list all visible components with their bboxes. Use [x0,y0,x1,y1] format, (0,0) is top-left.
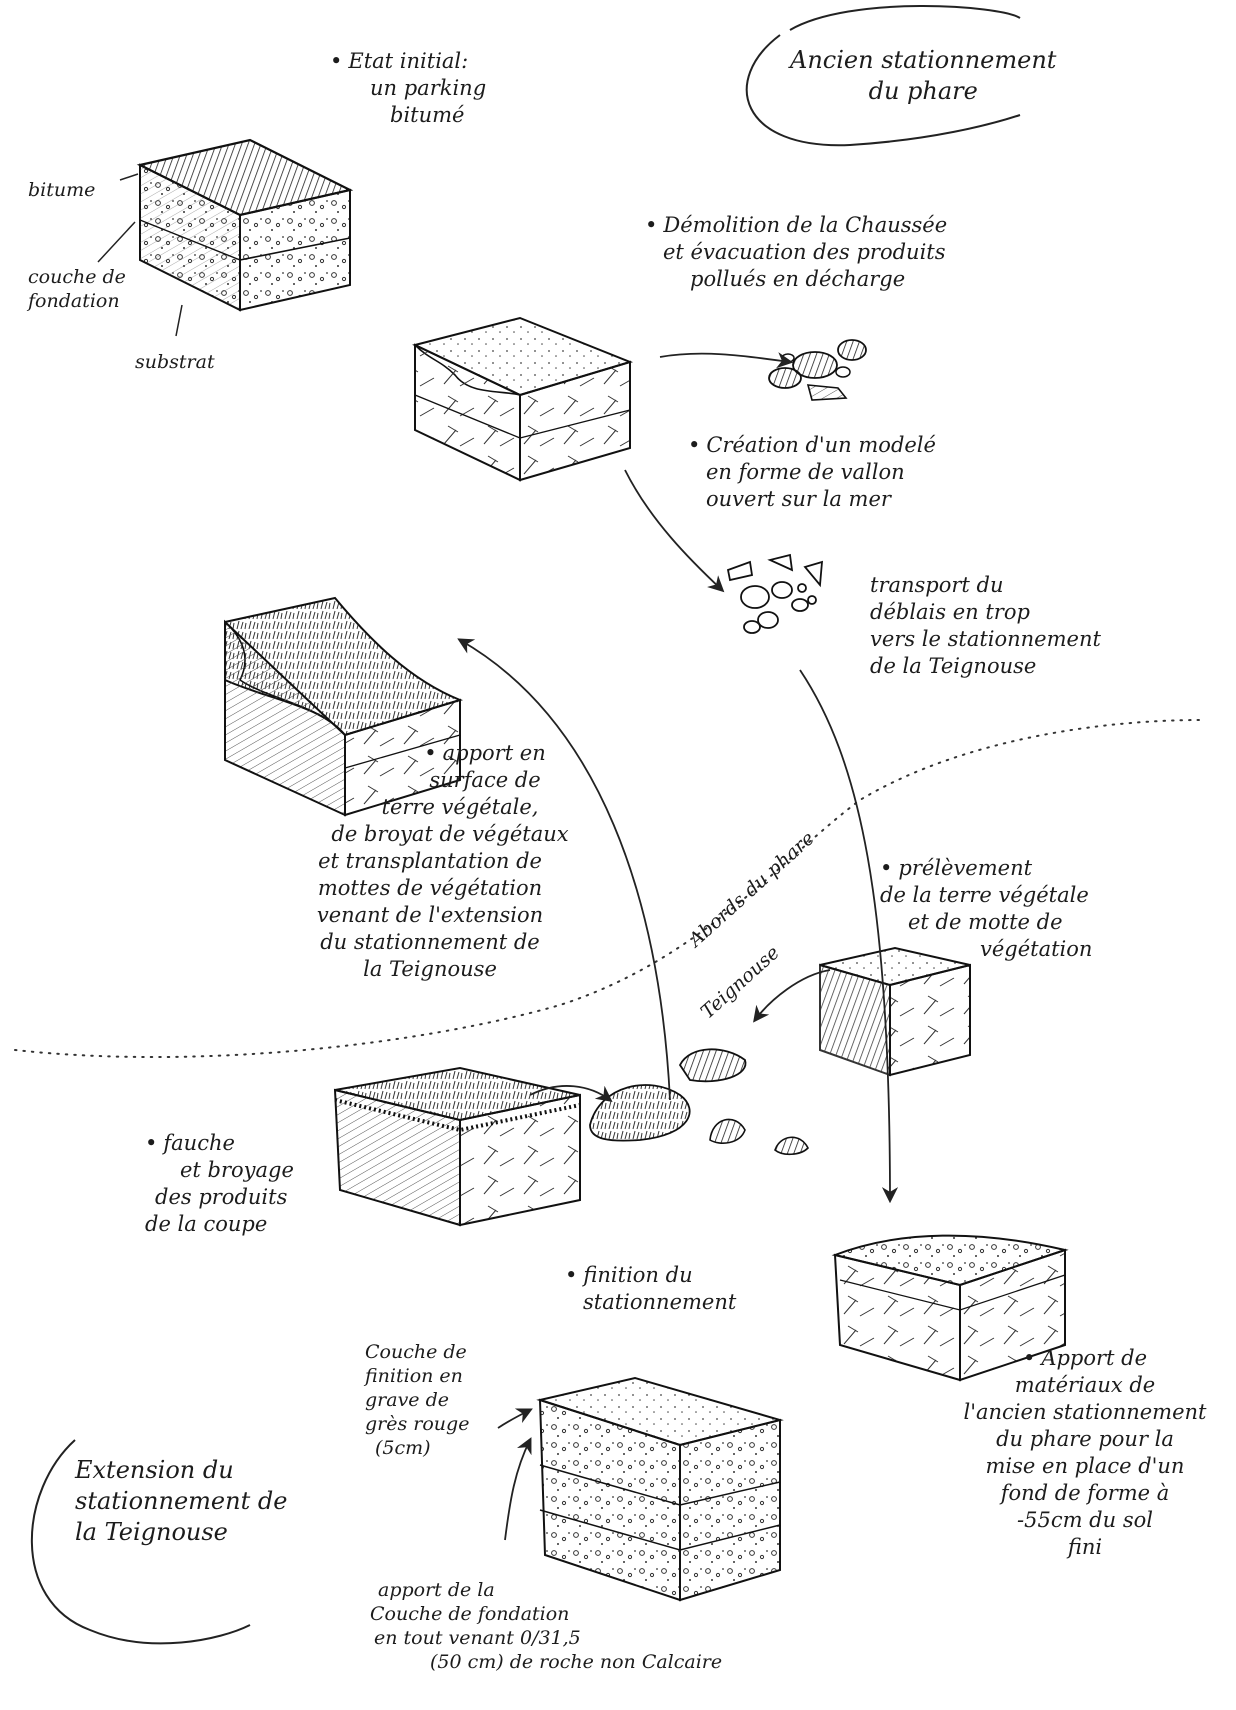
title-ancien-stationnement: Ancien stationnement du phare [790,46,1057,105]
arrow-to-creation-pile [624,469,725,593]
step-etat-initial: Etat initial: un parking bitumé [330,48,486,129]
arrow-up-to-apport [457,638,671,1101]
flow-arrows [457,352,899,1541]
step-transport: transport du déblais en trop vers le sta… [870,573,1101,678]
debris-pile-creation [726,553,824,634]
label-bitume: bitume [28,179,96,201]
title-top-ellipse [745,5,1021,147]
arrow-prelevement [753,969,831,1023]
block-demolition [412,316,634,482]
label-substrat: substrat [135,351,215,373]
arrow-to-heaps [529,1085,613,1102]
step-apport-materiaux: Apport de matériaux de l'ancien stationn… [935,1345,1235,1561]
block-initial-state [97,138,354,337]
step-fauche: fauche et broyage des produits de la cou… [145,1130,294,1238]
label-apport-fondation: apport de la Couche de fondation en tout… [370,1579,723,1673]
label-couche-finition: Couche de finition en grave de grès roug… [365,1341,470,1459]
block-fauche [333,1066,581,1227]
title-extension-stationnement: Extension du stationnement de la Teignou… [75,1456,288,1546]
block-finition [536,1376,784,1602]
step-demolition: Démolition de la Chaussée et évacuation … [645,212,947,293]
label-couche-fondation: couche de fondation [28,266,126,312]
vegetation-heaps [589,1048,809,1156]
arrow-finition-layer [497,1408,533,1429]
step-creation: Création d'un modelé en forme de vallon … [688,432,936,513]
step-apport-surface: apport en surface de terre végétale, de … [265,740,595,983]
title-bottom-ellipse [30,1439,251,1645]
arrow-to-debris [659,352,794,369]
arrow-fondation-layer [504,1437,532,1541]
debris-pile-demolition [768,339,867,401]
step-finition: finition du stationnement [565,1262,736,1316]
arrow-transport-down [799,669,899,1204]
step-prelevement: prélèvement de la terre végétale et de m… [880,855,1092,963]
block-prelevement [819,946,971,1077]
